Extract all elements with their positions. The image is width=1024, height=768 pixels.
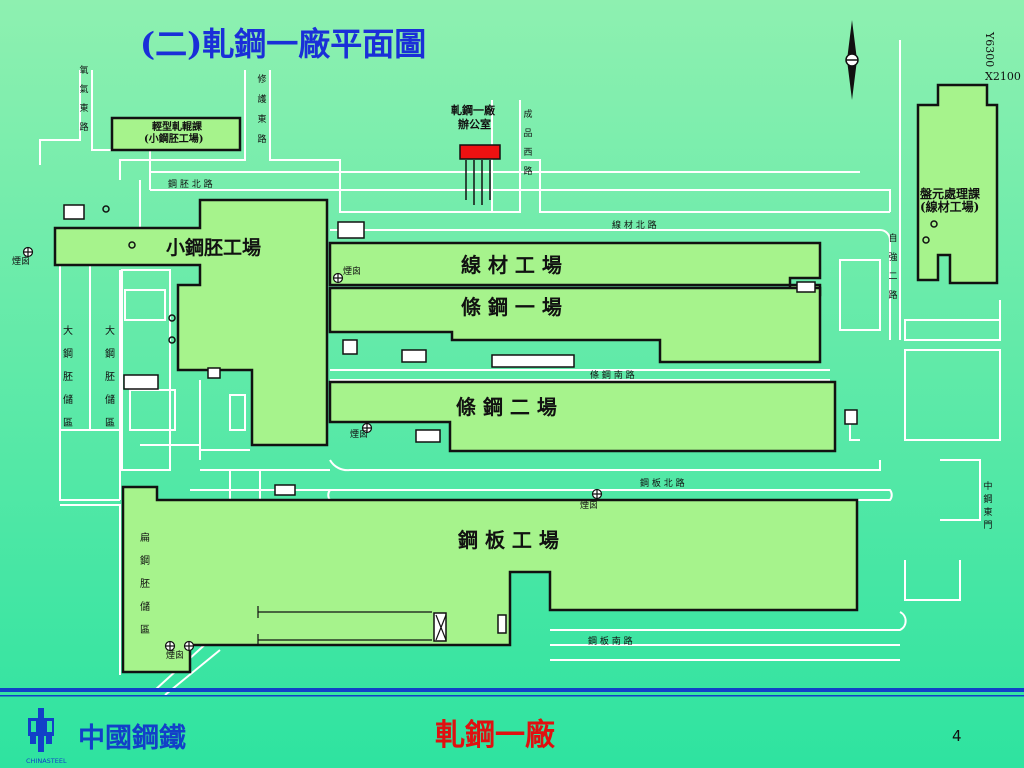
road-east-gate: 中鋼東門	[983, 480, 992, 531]
road-zi-qiang: 自強二路	[888, 232, 897, 301]
north-arrow-icon	[845, 20, 859, 100]
storage-big-billet-1: 大鋼胚儲區	[63, 324, 73, 429]
road-bar-south: 條 鋼 南 路	[590, 369, 635, 381]
chimney-label-5: 煙囪	[166, 649, 184, 661]
chimney-label-3: 煙囪	[350, 428, 368, 440]
label-coil-section: 盤元處理課	[919, 186, 981, 201]
chimney-markers	[22, 246, 603, 652]
chimney-label-4: 煙囪	[580, 499, 598, 511]
page-title: (二)軋鋼一廠平面圖	[140, 25, 426, 63]
page-number: 4	[952, 727, 962, 745]
label-coil-section-sub: (線材工場)	[920, 199, 979, 214]
road-billet-north: 鋼 胚 北 路	[168, 178, 213, 190]
building-coil-section	[916, 83, 999, 285]
label-light-roll: 輕型軋輥課	[152, 120, 202, 133]
buildings	[53, 83, 999, 674]
road-repair-east: 修護東路	[257, 73, 266, 145]
road-oxygen-east: 氧氣東路	[79, 64, 88, 133]
chimney-labels: 煙囪 煙囪 煙囪 煙囪 煙囪	[12, 255, 598, 661]
label-office-line2: 辦公室	[458, 117, 491, 131]
footer-title: 軋鋼一廠	[435, 718, 555, 753]
footer-divider	[0, 688, 1024, 692]
label-bar-mill-2: 條 鋼 二 場	[456, 395, 557, 419]
storage-big-billet-2: 大鋼胚儲區	[105, 324, 115, 429]
logo-text: 中國鋼鐵	[78, 723, 186, 754]
vertical-labels: 氧氣東路 修護東路 成品西路 自強二路 中鋼東門 大鋼胚儲區 大鋼胚儲區 扁鋼胚…	[63, 64, 993, 636]
label-small-billet: 小鋼胚工場	[166, 236, 261, 259]
road-plate-north: 鋼 板 北 路	[640, 477, 685, 489]
roller-line	[257, 606, 447, 646]
storage-flat-billet: 扁鋼胚儲區	[140, 531, 150, 636]
coord-x: X2100	[985, 70, 1021, 83]
logo-subtext: CHINASTEEL	[26, 757, 67, 765]
label-office-line1: 軋鋼一廠	[451, 103, 496, 117]
road-labels: 鋼 胚 北 路 線 材 北 路 條 鋼 南 路 鋼 板 北 路 鋼 板 南 路	[168, 178, 685, 647]
road-plate-south: 鋼 板 南 路	[588, 635, 633, 647]
road-product-west: 成品西路	[523, 108, 532, 177]
footer-divider-thin	[0, 695, 1024, 697]
building-bar-mill-2	[328, 380, 837, 453]
building-small-billet-mill	[53, 198, 329, 447]
company-logo: 中國鋼鐵 CHINASTEEL	[26, 708, 186, 765]
chimney-label-2: 煙囪	[343, 265, 361, 277]
label-light-roll-sub: (小鋼胚工場)	[144, 132, 203, 145]
office-block	[459, 144, 501, 160]
office-connector	[465, 160, 491, 205]
building-labels: 小鋼胚工場 線 材 工 場 條 鋼 一 場 條 鋼 二 場 鋼 板 工 場 輕型…	[144, 103, 981, 552]
coord-y: Y6300	[983, 31, 996, 67]
label-plate-mill: 鋼 板 工 場	[458, 528, 559, 552]
small-circles	[102, 205, 938, 344]
label-bar-mill-1: 條 鋼 一 場	[461, 295, 562, 319]
building-bar-mill-1	[328, 286, 822, 364]
label-wire-mill: 線 材 工 場	[461, 253, 562, 277]
chimney-label-1: 煙囪	[12, 255, 30, 267]
chinasteel-logo-icon	[28, 708, 54, 752]
building-plate-mill	[121, 485, 859, 674]
coord-label: Y6300 X2100	[983, 31, 1021, 83]
road-wire-north: 線 材 北 路	[612, 219, 657, 231]
building-light-roll	[110, 116, 242, 152]
